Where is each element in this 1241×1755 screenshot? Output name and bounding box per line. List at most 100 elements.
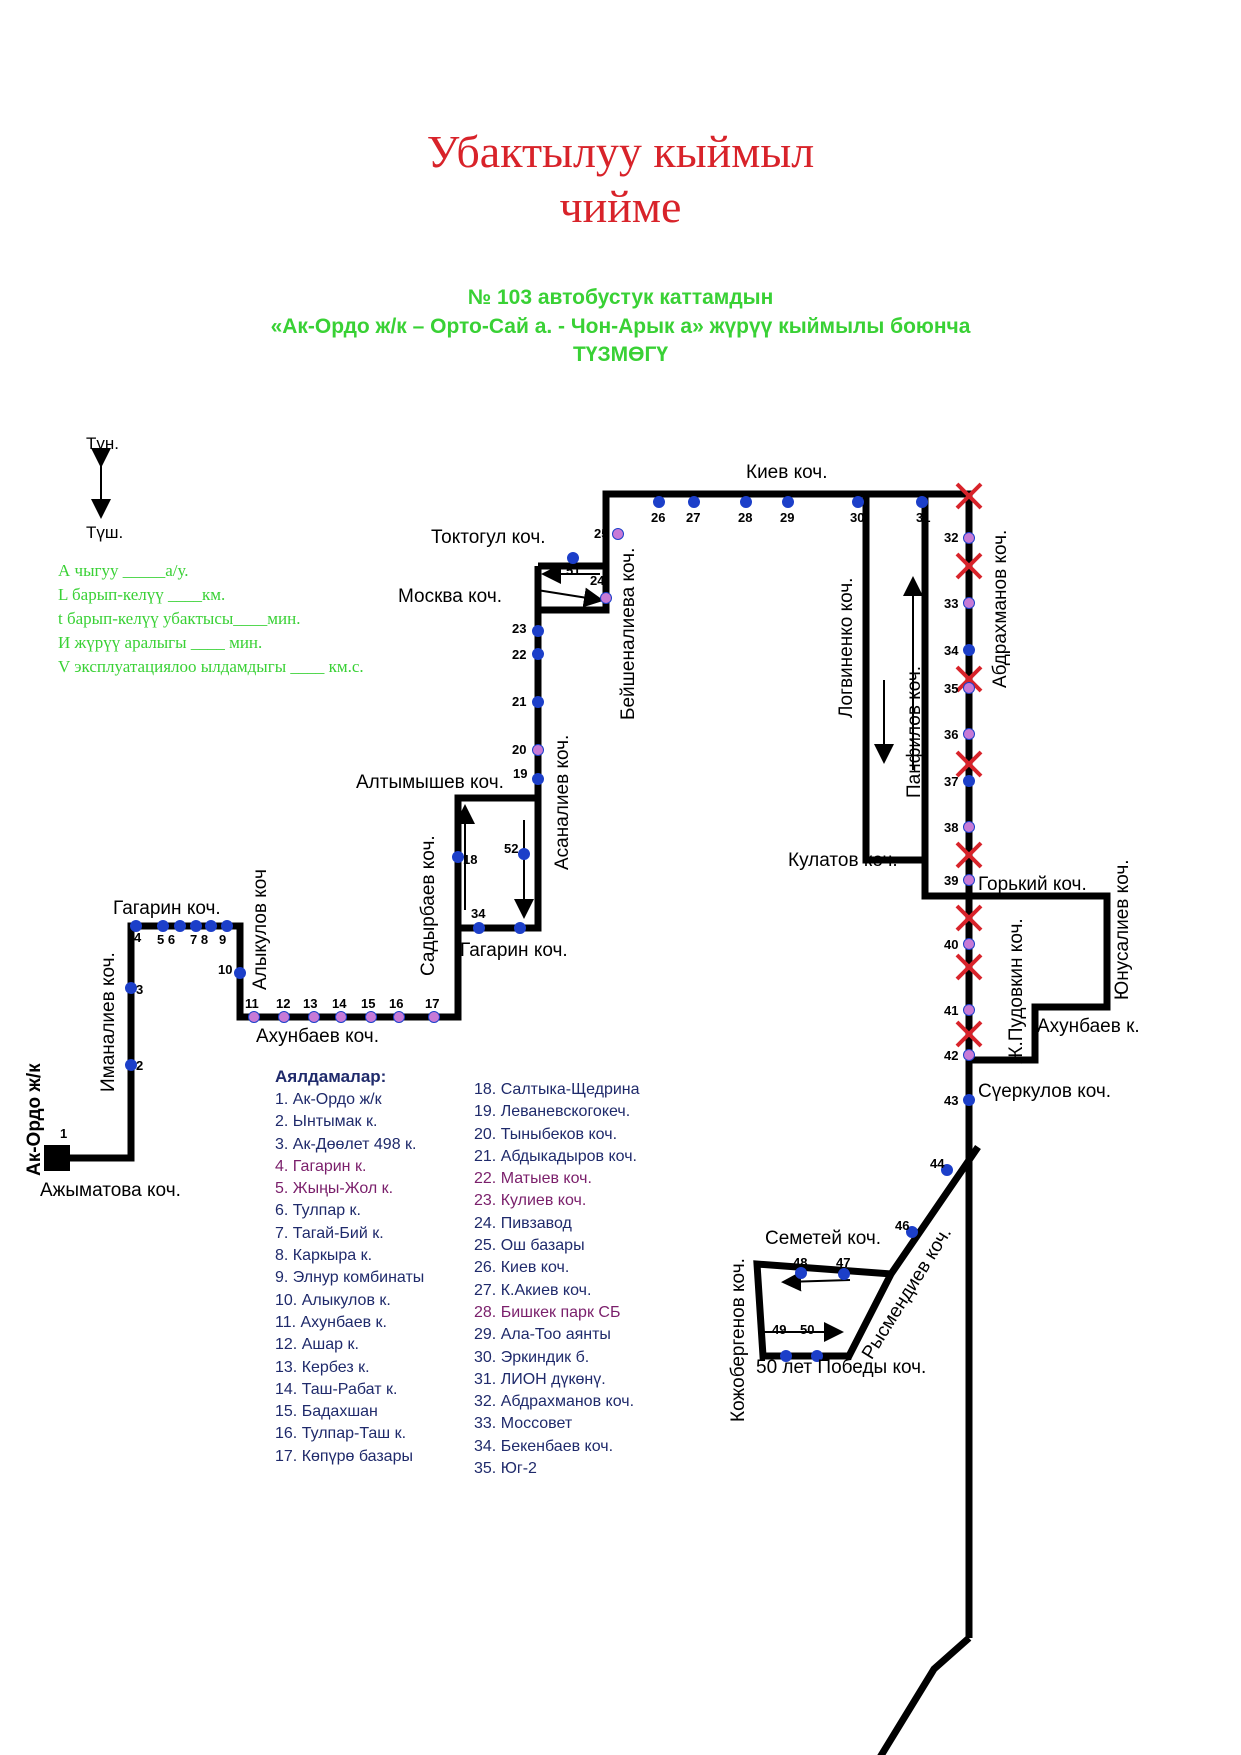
stop-11 — [248, 1011, 260, 1023]
legend-item: 26. Киев коч. — [474, 1259, 570, 1277]
stop-number-label: 3 — [136, 982, 144, 997]
legend-item: 25. Ош базары — [474, 1237, 585, 1255]
stop-25 — [612, 528, 624, 540]
legend-item: 2. Ынтымак к. — [275, 1113, 378, 1131]
legend-item: 3. Ак-Дөөлет 498 к. — [275, 1135, 417, 1153]
stop-number-label: 2 — [136, 1058, 144, 1073]
stop-number-label: 34 — [471, 906, 486, 921]
stop-number-label: 5 6 — [157, 932, 176, 947]
stop-number-label: 29 — [780, 510, 795, 525]
stop-34 — [473, 922, 485, 934]
legend-item: 5. Жыңы-Жол к. — [275, 1180, 394, 1198]
stop-18 — [452, 851, 464, 863]
start-terminal — [44, 1145, 70, 1171]
street-moskva: Москва коч. — [398, 586, 502, 607]
street-pudovkin: Ж.Пудовкин коч. — [1006, 918, 1027, 1064]
street-ak-ordo: Ак-Ордо ж/к — [24, 1063, 45, 1176]
legend-heading: Аялдамалар: — [275, 1067, 387, 1086]
stop-number-label: 43 — [944, 1093, 959, 1108]
closure-x-icon — [955, 750, 983, 778]
street-kulatov: Кулатов коч. — [788, 850, 898, 871]
street-kozhobergenov: Кожобергенов коч. — [728, 1258, 749, 1422]
stop-48 — [795, 1267, 807, 1279]
legend-item: 19. Леваневскогокеч. — [474, 1103, 631, 1121]
stop-20 — [532, 744, 544, 756]
stop-40 — [963, 938, 975, 950]
stop-number-label: 26 — [651, 510, 666, 525]
stop-19 — [532, 773, 544, 785]
stop-47 — [838, 1268, 850, 1280]
stop-number-label: 21 — [512, 694, 527, 709]
stop-number-label: 9 — [219, 932, 227, 947]
street-beishenalieva: Бейшеналиева коч. — [618, 547, 639, 720]
legend-item: 21. Абдыкадыров коч. — [474, 1147, 637, 1165]
stop-number-label: 51 — [566, 563, 581, 578]
stop-number-label: 49 — [772, 1322, 787, 1337]
street-akhunbaev: Ахунбаев коч. — [256, 1026, 379, 1047]
stop-7 — [190, 920, 202, 932]
legend-item: 24. Пивзавод — [474, 1214, 572, 1232]
street-yunusaliev: Юнусалиев коч. — [1112, 859, 1133, 1000]
stop-10 — [234, 967, 246, 979]
stop-23 — [532, 625, 544, 637]
stop-24 — [600, 592, 612, 604]
stop-12 — [278, 1011, 290, 1023]
stop-number-label: 14 — [332, 996, 347, 1011]
subtitle-line-2: «Ак-Ордо ж/к – Орто-Сай а. - Чон-Арык а»… — [270, 315, 971, 338]
stop-28 — [740, 496, 752, 508]
stop-number-label: 44 — [930, 1156, 945, 1171]
stop-26 — [653, 496, 665, 508]
stop-43 — [963, 1094, 975, 1106]
stop-number-label: 39 — [944, 873, 959, 888]
stop-42 — [963, 1049, 975, 1061]
stop-14 — [335, 1011, 347, 1023]
stop-number-label: 11 — [245, 996, 259, 1011]
legend-column-2: 18. Салтыка-Щедрина 19. Леваневскогокеч.… — [474, 1079, 640, 1480]
stop-number-label: 20 — [512, 742, 527, 757]
legend-item: 22. Матыев коч. — [474, 1170, 592, 1188]
legend-item: 29. Ала-Тоо аянты — [474, 1326, 611, 1344]
legend-item: 10. Алыкулов к. — [275, 1291, 391, 1309]
legend-item: 4. Гагарин к. — [275, 1157, 367, 1175]
stop-number-label: 13 — [303, 996, 318, 1011]
stop-number-label: 38 — [944, 820, 959, 835]
closure-markers — [955, 482, 983, 1048]
street-alykulov: Алыкулов коч — [250, 869, 271, 990]
stop-5 — [157, 920, 169, 932]
street-abdrakhmanov: Абдрахманов коч. — [990, 529, 1011, 688]
stop-37 — [963, 775, 975, 787]
closure-x-icon — [955, 953, 983, 981]
stop-36 — [963, 728, 975, 740]
street-sadyrbaev: Садырбаев коч. — [418, 835, 439, 976]
title-line-1: Убактылуу кыймыл — [426, 126, 815, 177]
legend-item: 23. Кулиев коч. — [474, 1192, 587, 1210]
stop-number-label: 37 — [944, 774, 959, 789]
street-asanaliev: Асаналиев коч. — [552, 734, 573, 870]
stop-number-label: 7 8 — [190, 932, 209, 947]
info-line-4: И жүрүү аралыгы ____ мин. — [58, 633, 263, 652]
stop-number-label: 33 — [944, 596, 959, 611]
closure-x-icon — [955, 904, 983, 932]
stop-49 — [780, 1350, 792, 1362]
legend-column-1: 1. Ак-Ордо ж/к 2. Ынтымак к. 3. Ак-Дөөле… — [275, 1089, 424, 1468]
stop-number-label: 40 — [944, 937, 959, 952]
stop-number-label: 12 — [276, 996, 291, 1011]
stop-number-label: 1 — [60, 1126, 68, 1141]
legend-item: 30. Эркиндик б. — [474, 1348, 590, 1366]
stop-39 — [963, 874, 975, 886]
street-imanaliev: Иманалиев коч. — [98, 952, 119, 1092]
stop-15 — [365, 1011, 377, 1023]
stop-number-label: 27 — [686, 510, 701, 525]
stop-50 — [811, 1350, 823, 1362]
semetey-loop — [753, 1145, 981, 1360]
closure-x-icon — [955, 1020, 983, 1048]
legend-item: 20. Тыныбеков коч. — [474, 1125, 618, 1143]
compass-south-label: Түш. — [86, 523, 124, 542]
stop-number-label: 42 — [944, 1048, 959, 1063]
subtitle-line-3: ТҮЗМӨГҮ — [572, 343, 669, 366]
info-line-5: V эксплуатациялоо ылдамдыгы ____ км.с. — [58, 657, 364, 676]
legend-item: 18. Салтыка-Щедрина — [474, 1081, 640, 1098]
info-line-3: t барып-келүү убактысы____мин. — [58, 609, 301, 628]
street-panfilov: Панфилов коч. — [904, 665, 925, 798]
stop-3 — [125, 982, 137, 994]
